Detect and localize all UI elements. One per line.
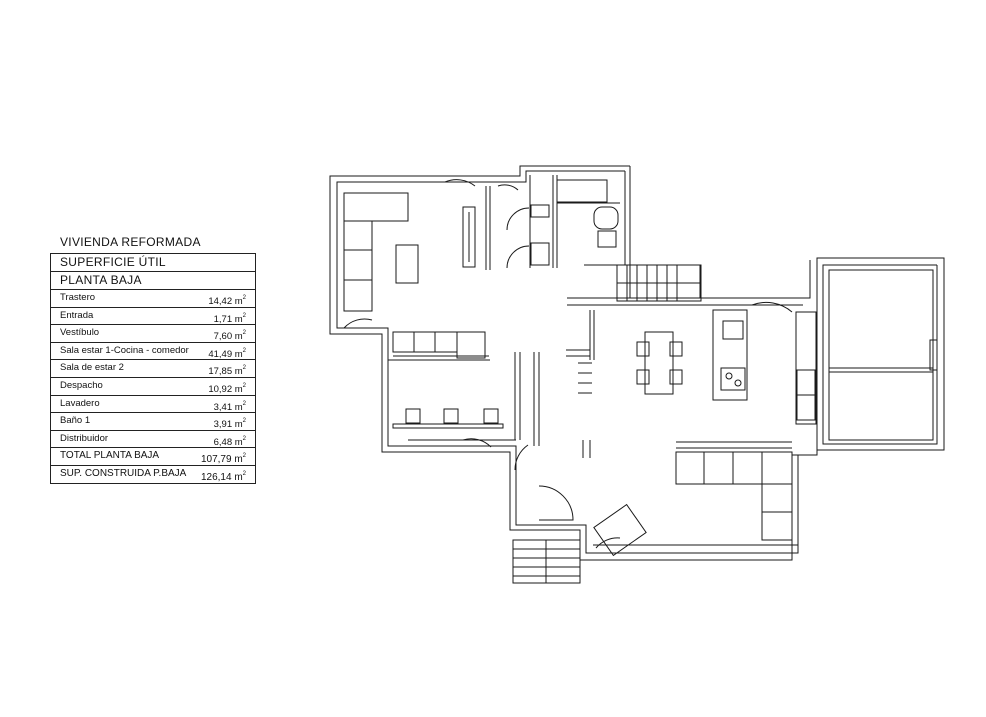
- stairs-interior: [616, 264, 702, 302]
- room-name: Lavadero: [60, 397, 100, 409]
- room-area: 1,71 m2: [213, 312, 246, 325]
- room-name: Entrada: [60, 309, 94, 321]
- legend-row: Sala estar 1-Cocina - comedor 41,49 m2: [51, 343, 255, 361]
- area-legend: VIVIENDA REFORMADA SUPERFICIE ÚTIL PLANT…: [50, 235, 256, 484]
- coffee-table: [395, 244, 419, 284]
- room-name: Trastero: [60, 292, 96, 303]
- room-name: Despacho: [60, 379, 103, 391]
- room-area: 3,91 m2: [213, 418, 246, 431]
- legend-row-total: TOTAL PLANTA BAJA 107,79 m2: [51, 448, 255, 466]
- room-area: 6,48 m2: [213, 435, 246, 448]
- tv-unit: [462, 206, 476, 268]
- side-cabinet: [795, 311, 817, 425]
- step-marks: [578, 362, 592, 458]
- room-area: 10,92 m2: [208, 382, 246, 395]
- legend-row: Trastero 14,42 m2: [51, 290, 255, 308]
- room-name: Distribuidor: [60, 432, 109, 444]
- bathroom-fixtures: [530, 179, 619, 266]
- dining-table: [636, 331, 683, 395]
- stairs-entrance: [512, 539, 581, 584]
- sofa-living: [675, 451, 793, 541]
- room-name: Vestíbulo: [60, 327, 100, 339]
- room-area: 107,79 m2: [200, 453, 246, 466]
- armchair: [593, 503, 647, 557]
- room-area: 17,85 m2: [208, 365, 246, 378]
- legend-row: Despacho 10,92 m2: [51, 378, 255, 396]
- kitchen: [712, 309, 748, 401]
- legend-header-superficie: SUPERFICIE ÚTIL: [51, 254, 255, 272]
- exterior-walls: [329, 165, 945, 561]
- sofa-left: [343, 192, 409, 312]
- room-name: TOTAL PLANTA BAJA: [60, 450, 160, 462]
- room-area: 14,42 m2: [208, 295, 246, 307]
- room-name: Sala de estar 2: [60, 362, 124, 374]
- legend-title: VIVIENDA REFORMADA: [60, 235, 201, 249]
- room-name: SUP. CONSTRUIDA P.BAJA: [60, 467, 187, 479]
- doors: [343, 179, 793, 549]
- legend-row-built: SUP. CONSTRUIDA P.BAJA 126,14 m2: [51, 466, 255, 483]
- legend-row: Entrada 1,71 m2: [51, 308, 255, 326]
- despacho-furniture: [392, 331, 504, 429]
- legend-header-planta: PLANTA BAJA: [51, 272, 255, 290]
- legend-table: SUPERFICIE ÚTIL PLANTA BAJA Trastero 14,4…: [50, 253, 256, 484]
- room-area: 41,49 m2: [208, 347, 246, 360]
- legend-row: Vestíbulo 7,60 m2: [51, 325, 255, 343]
- room-name: Baño 1: [60, 415, 91, 427]
- legend-row: Baño 1 3,91 m2: [51, 413, 255, 431]
- legend-row: Lavadero 3,41 m2: [51, 396, 255, 414]
- room-area: 126,14 m2: [200, 470, 246, 483]
- legend-row: Sala de estar 2 17,85 m2: [51, 360, 255, 378]
- room-name: Sala estar 1-Cocina - comedor: [60, 344, 189, 356]
- interior-walls: [388, 175, 798, 546]
- legend-row: Distribuidor 6,48 m2: [51, 431, 255, 449]
- room-area: 3,41 m2: [213, 400, 246, 413]
- storage-room-right: [828, 269, 938, 441]
- room-area: 7,60 m2: [213, 330, 246, 343]
